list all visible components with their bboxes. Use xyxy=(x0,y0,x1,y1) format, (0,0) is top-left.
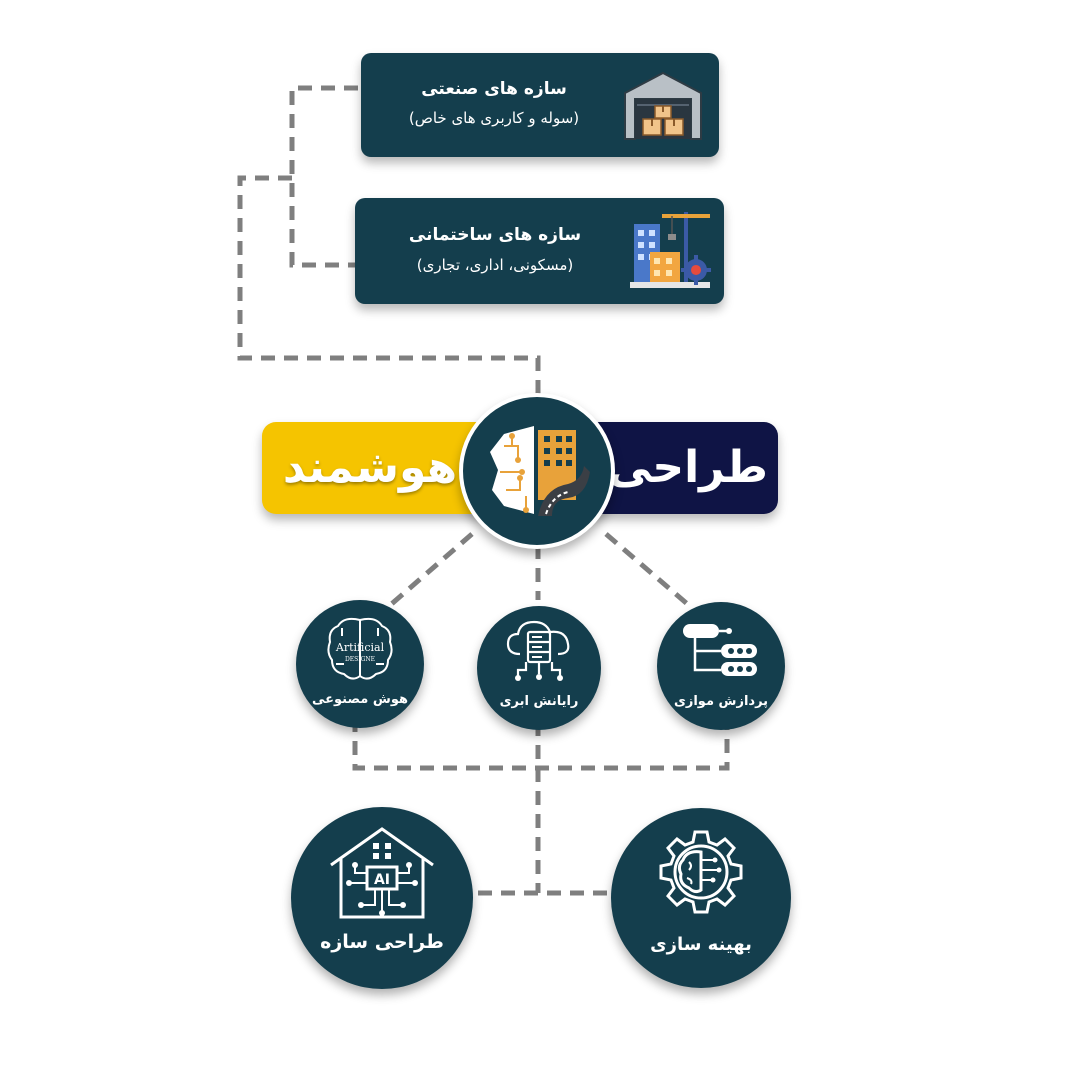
connector-bottom-bus xyxy=(352,718,730,771)
tech-cloud-circle[interactable]: رایانش ابری xyxy=(477,606,601,730)
card-subtitle: (مسکونی، اداری، تجاری) xyxy=(416,256,574,274)
smart-city-brain-icon xyxy=(490,426,590,516)
tech-parallel-label: پردازش موازی xyxy=(673,694,769,709)
ai-house-icon-text: AI xyxy=(374,872,390,888)
card-subtitle: (سوله و کاربری های خاص) xyxy=(408,109,580,127)
gear-brain-icon xyxy=(659,830,743,914)
tech-cloud-label: رایانش ابری xyxy=(499,694,579,709)
parallel-processing-icon xyxy=(683,624,757,676)
ai-house-icon: AI xyxy=(330,827,434,919)
connector-to-outcomes xyxy=(478,722,612,896)
connector-left-loop xyxy=(237,175,541,400)
card-title: سازه های ساختمانی xyxy=(408,225,582,245)
ai-icon-text-1: Artificial xyxy=(335,641,385,654)
connector-top xyxy=(289,85,358,268)
structure-card-industrial[interactable]: سازه های صنعتی (سوله و کاربری های خاص) xyxy=(361,53,719,157)
tech-parallel-circle[interactable]: پردازش موازی xyxy=(657,602,785,730)
outcome-optimization-label: بهینه سازی xyxy=(650,934,752,955)
banner-design-word: طراحی xyxy=(607,442,768,493)
connector-to-ai xyxy=(378,532,474,616)
card-title: سازه های صنعتی xyxy=(421,79,567,99)
outcome-optimization-circle[interactable]: بهینه سازی xyxy=(611,808,791,988)
tech-ai-circle[interactable]: Artificial DESIGNE هوش مصنوعی xyxy=(296,600,424,728)
tech-ai-label: هوش مصنوعی xyxy=(312,692,408,707)
outcome-structure-design-circle[interactable]: AI طراحی سازه xyxy=(291,807,473,989)
outcome-structure-design-label: طراحی سازه xyxy=(320,931,444,953)
banner-smart-word: هوشمند xyxy=(282,442,458,493)
warehouse-icon xyxy=(624,71,702,140)
cloud-server-icon xyxy=(506,620,570,681)
banner-center-emblem xyxy=(459,393,615,549)
ai-icon-text-2: DESIGNE xyxy=(345,656,375,663)
construction-buildings-icon xyxy=(630,212,711,288)
connector-to-parallel xyxy=(604,532,694,610)
ai-brain-icon: Artificial DESIGNE xyxy=(327,617,393,680)
structure-card-building[interactable]: سازه های ساختمانی (مسکونی، اداری، تجاری) xyxy=(355,198,724,304)
